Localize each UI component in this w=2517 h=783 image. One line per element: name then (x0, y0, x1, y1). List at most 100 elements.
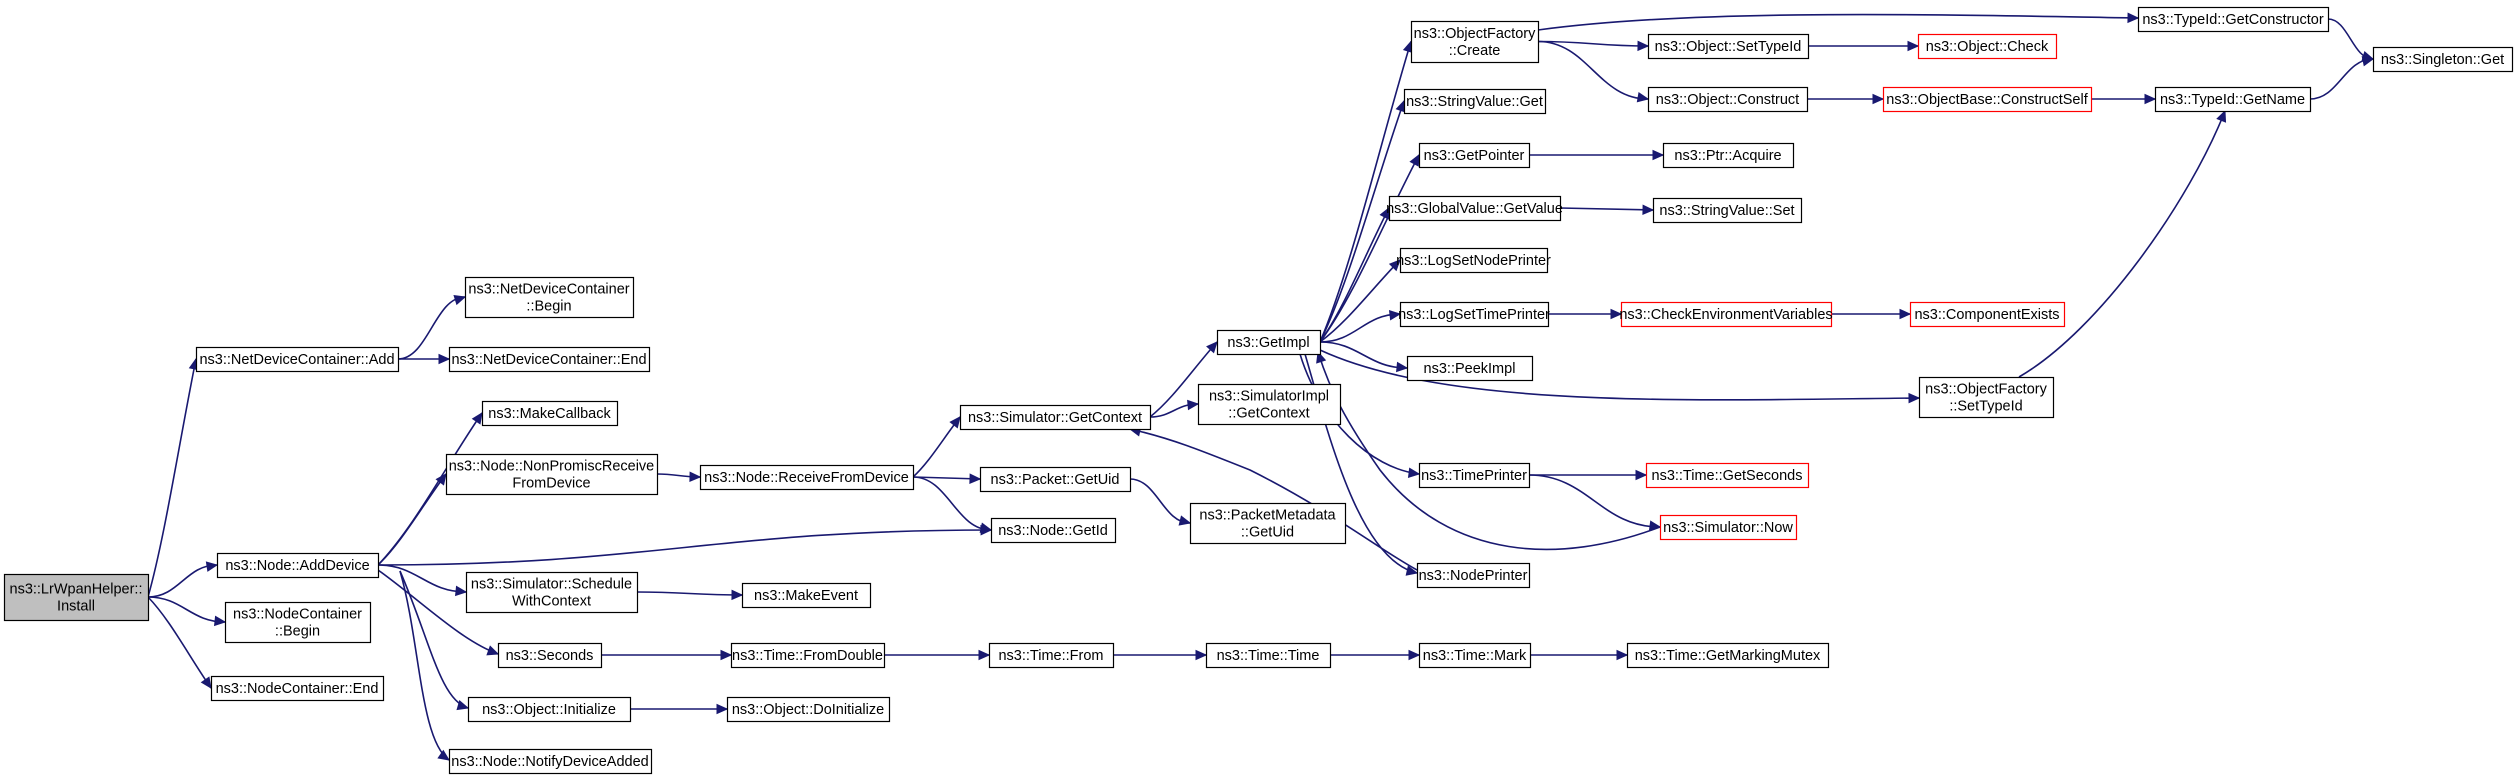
node-ndc-begin[interactable]: ns3::NetDeviceContainer::Begin (464, 276, 635, 319)
node-box[interactable] (1399, 301, 1550, 328)
node-box[interactable] (481, 400, 619, 427)
node-fromdouble[interactable]: ns3::Time::FromDouble (730, 642, 886, 669)
node-nodeprinter[interactable]: ns3::NodePrinter (1416, 562, 1531, 589)
node-typeid-getconstructor[interactable]: ns3::TypeId::GetConstructor (2137, 6, 2330, 33)
node-getpointer[interactable]: ns3::GetPointer (1418, 142, 1531, 169)
node-box[interactable] (959, 404, 1152, 431)
node-box[interactable] (1399, 247, 1549, 274)
node-time-time[interactable]: ns3::Time::Time (1205, 642, 1332, 669)
node-ndc-end[interactable]: ns3::NetDeviceContainer::End (448, 346, 651, 373)
node-stringvalue-get[interactable]: ns3::StringValue::Get (1403, 88, 1547, 115)
node-box[interactable] (1410, 20, 1540, 64)
node-typeid-getname[interactable]: ns3::TypeId::GetName (2154, 86, 2312, 113)
node-logsetnode[interactable]: ns3::LogSetNodePrinter (1396, 247, 1551, 274)
node-of-create[interactable]: ns3::ObjectFactory::Create (1410, 20, 1540, 64)
node-box[interactable] (1647, 86, 1809, 113)
node-stringvalue-set[interactable]: ns3::StringValue::Set (1652, 197, 1803, 224)
node-box[interactable] (990, 517, 1117, 544)
node-makeevent[interactable]: ns3::MakeEvent (741, 582, 872, 609)
node-sim-getctx[interactable]: ns3::Simulator::GetContext (959, 404, 1152, 431)
node-box[interactable] (1652, 197, 1803, 224)
node-obj-init[interactable]: ns3::Object::Initialize (467, 696, 632, 723)
node-box[interactable] (1620, 301, 1833, 328)
node-box[interactable] (1909, 301, 2066, 328)
node-box[interactable] (1406, 355, 1534, 382)
node-box[interactable] (741, 582, 872, 609)
node-logsettime[interactable]: ns3::LogSetTimePrinter (1398, 301, 1550, 328)
node-box[interactable] (988, 642, 1115, 669)
node-box[interactable] (1917, 33, 2058, 60)
node-peekimpl[interactable]: ns3::PeekImpl (1406, 355, 1534, 382)
node-getimpl[interactable]: ns3::GetImpl (1216, 329, 1322, 356)
node-box[interactable] (216, 552, 380, 579)
node-box[interactable] (1882, 86, 2093, 113)
node-checkenv[interactable]: ns3::CheckEnvironmentVariables (1619, 301, 1833, 328)
node-receivefrom[interactable]: ns3::Node::ReceiveFromDevice (699, 464, 915, 491)
node-ptr-acquire[interactable]: ns3::Ptr::Acquire (1662, 142, 1795, 169)
node-simimpl-getctx[interactable]: ns3::SimulatorImpl::GetContext (1197, 383, 1342, 426)
node-doinit[interactable]: ns3::Object::DoInitialize (726, 696, 891, 723)
node-pkt-getuid[interactable]: ns3::Packet::GetUid (979, 466, 1132, 493)
node-obj-check[interactable]: ns3::Object::Check (1917, 33, 2058, 60)
node-box[interactable] (1388, 195, 1562, 222)
node-box[interactable] (1189, 502, 1347, 545)
node-obj-settypeid[interactable]: ns3::Object::SetTypeId (1647, 33, 1810, 60)
node-box[interactable] (2137, 6, 2330, 33)
node-nc-begin[interactable]: ns3::NodeContainer::Begin (224, 601, 372, 644)
node-box[interactable] (465, 571, 639, 614)
node-box[interactable] (464, 276, 635, 319)
node-box[interactable] (726, 696, 891, 723)
node-box[interactable] (1626, 642, 1830, 669)
node-box[interactable] (3, 573, 150, 622)
node-box[interactable] (1205, 642, 1332, 669)
node-box[interactable] (2154, 86, 2312, 113)
node-time-mark[interactable]: ns3::Time::Mark (1418, 642, 1532, 669)
node-ndc-add[interactable]: ns3::NetDeviceContainer::Add (195, 346, 400, 373)
node-box[interactable] (1645, 462, 1810, 489)
node-root[interactable]: ns3::LrWpanHelper::Install (3, 573, 150, 622)
node-box[interactable] (730, 642, 886, 669)
node-singleton-get[interactable]: ns3::Singleton::Get (2372, 46, 2514, 73)
node-objbase-constructself[interactable]: ns3::ObjectBase::ConstructSelf (1882, 86, 2093, 113)
node-box[interactable] (210, 675, 385, 702)
node-box[interactable] (1662, 142, 1795, 169)
node-notify-added[interactable]: ns3::Node::NotifyDeviceAdded (448, 748, 653, 775)
node-of-settypeid[interactable]: ns3::ObjectFactory::SetTypeId (1918, 376, 2055, 419)
node-box[interactable] (1918, 376, 2055, 419)
node-box[interactable] (448, 346, 651, 373)
node-box[interactable] (1659, 514, 1798, 541)
node-box[interactable] (1416, 562, 1531, 589)
node-sim-now[interactable]: ns3::Simulator::Now (1659, 514, 1798, 541)
node-componentexists[interactable]: ns3::ComponentExists (1909, 301, 2066, 328)
node-obj-construct[interactable]: ns3::Object::Construct (1647, 86, 1809, 113)
node-box[interactable] (1418, 462, 1531, 489)
node-time-getseconds[interactable]: ns3::Time::GetSeconds (1645, 462, 1810, 489)
node-timeprinter[interactable]: ns3::TimePrinter (1418, 462, 1531, 489)
node-time-getmarkingmutex[interactable]: ns3::Time::GetMarkingMutex (1626, 642, 1830, 669)
node-box[interactable] (224, 601, 372, 644)
node-box[interactable] (979, 466, 1132, 493)
node-box[interactable] (445, 453, 659, 496)
node-box[interactable] (195, 346, 400, 373)
node-box[interactable] (448, 748, 653, 775)
node-box[interactable] (1403, 88, 1547, 115)
node-makecallback[interactable]: ns3::MakeCallback (481, 400, 619, 427)
node-box[interactable] (497, 642, 603, 669)
node-box[interactable] (1197, 383, 1342, 426)
node-gv-getvalue[interactable]: ns3::GlobalValue::GetValue (1386, 195, 1563, 222)
node-nc-end[interactable]: ns3::NodeContainer::End (210, 675, 385, 702)
node-box[interactable] (1418, 642, 1532, 669)
node-time-from[interactable]: ns3::Time::From (988, 642, 1115, 669)
node-box[interactable] (2372, 46, 2514, 73)
node-pktmeta-getuid[interactable]: ns3::PacketMetadata::GetUid (1189, 502, 1347, 545)
node-box[interactable] (1216, 329, 1322, 356)
node-seconds[interactable]: ns3::Seconds (497, 642, 603, 669)
node-box[interactable] (1418, 142, 1531, 169)
node-node-adddevice[interactable]: ns3::Node::AddDevice (216, 552, 380, 579)
node-box[interactable] (699, 464, 915, 491)
node-box[interactable] (1647, 33, 1810, 60)
node-box[interactable] (467, 696, 632, 723)
node-node-getid[interactable]: ns3::Node::GetId (990, 517, 1117, 544)
